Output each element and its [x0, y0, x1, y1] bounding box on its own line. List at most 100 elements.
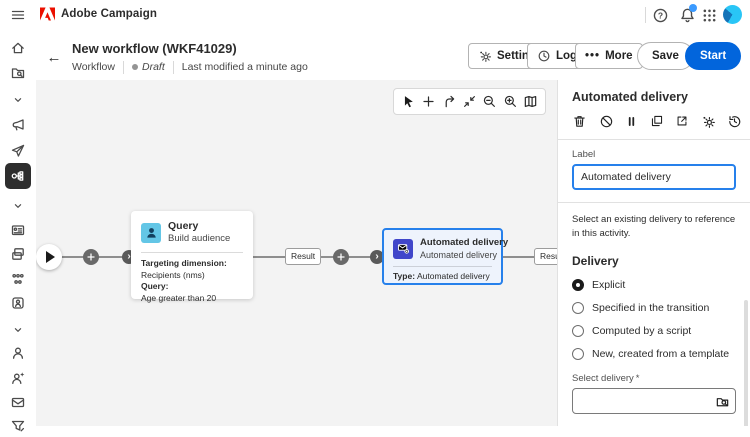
- radio-option-specified-in-transition[interactable]: Specified in the transition: [572, 302, 736, 314]
- notification-badge: [689, 4, 697, 12]
- query-activity-node[interactable]: Query Build audience Targeting dimension…: [131, 211, 253, 303]
- sidebar-item-deliveries[interactable]: [5, 140, 31, 162]
- select-tool-icon[interactable]: [400, 93, 417, 110]
- node-divider: [141, 252, 243, 253]
- panel-divider: [558, 139, 750, 140]
- person-icon: [10, 345, 26, 361]
- apps-icon[interactable]: [700, 6, 718, 24]
- history-icon[interactable]: [727, 113, 742, 129]
- hamburger-menu-icon[interactable]: [9, 6, 27, 24]
- back-arrow-icon[interactable]: ←: [46, 48, 62, 66]
- radio-option-computed-by-script[interactable]: Computed by a script: [572, 325, 736, 337]
- select-delivery-label: Select delivery*: [572, 373, 640, 384]
- megaphone-icon: [10, 117, 26, 133]
- notifications-icon[interactable]: [678, 4, 697, 24]
- top-app-bar: Adobe Campaign: [0, 0, 750, 30]
- content-card-icon: [10, 222, 26, 238]
- sidebar-item-subscriptions[interactable]: [5, 391, 31, 413]
- send-icon: [10, 143, 26, 159]
- workflow-icon: [10, 168, 26, 184]
- panel-title: Automated delivery: [572, 90, 689, 104]
- add-activity-button[interactable]: [333, 249, 349, 265]
- home-icon: [10, 40, 26, 56]
- panel-scrollbar[interactable]: [744, 300, 748, 426]
- pause-icon[interactable]: [625, 113, 638, 129]
- node-header: Automated delivery Automated delivery: [393, 236, 508, 261]
- node-subtitle: Automated delivery: [420, 250, 498, 260]
- add-icon[interactable]: [420, 93, 437, 110]
- start-button[interactable]: Start: [685, 42, 742, 70]
- chevron-down-icon: [11, 93, 25, 107]
- sidebar-item-fragments[interactable]: [5, 268, 31, 290]
- sidebar-item-campaigns[interactable]: [5, 114, 31, 136]
- sidebar-item-audiences[interactable]: [5, 367, 31, 389]
- node-header: Query Build audience: [141, 220, 243, 245]
- sidebar-item-explorer[interactable]: [5, 62, 31, 84]
- detail-label: Query:: [141, 281, 169, 291]
- envelope-icon: [10, 394, 26, 410]
- sidebar-item-workflows[interactable]: [5, 163, 31, 189]
- automated-delivery-activity-node[interactable]: Automated delivery Automated delivery Ty…: [382, 228, 508, 285]
- folder-search-icon: [10, 65, 26, 81]
- page-title: New workflow (WKF41029): [72, 41, 237, 56]
- save-button[interactable]: Save: [637, 42, 694, 70]
- stacked-cards-icon: [10, 246, 26, 262]
- zoom-in-icon[interactable]: [502, 93, 519, 110]
- radio-option-explicit[interactable]: Explicit: [572, 279, 736, 291]
- transition-result-chip[interactable]: Result: [534, 248, 557, 265]
- delivery-description: Select an existing delivery to reference…: [572, 214, 736, 239]
- label-input[interactable]: [572, 164, 736, 190]
- advanced-settings-icon[interactable]: [701, 113, 716, 129]
- radio-option-new-from-template[interactable]: New, created from a template: [572, 348, 736, 360]
- select-delivery-field: [572, 388, 736, 414]
- workflow-canvas[interactable]: › Query Build audience Targeting dimensi…: [36, 80, 557, 426]
- disable-icon[interactable]: [599, 113, 614, 129]
- status-badge: Draft: [131, 61, 165, 73]
- minimap-icon[interactable]: [522, 93, 539, 110]
- start-activity-node[interactable]: [36, 244, 62, 270]
- canvas-toolbar: [393, 88, 546, 115]
- sidebar-item-profiles[interactable]: [5, 342, 31, 364]
- duplicate-icon[interactable]: [650, 113, 664, 129]
- panel-toolbar: [572, 113, 736, 129]
- user-avatar[interactable]: [723, 5, 742, 24]
- more-button[interactable]: ••• More: [575, 43, 643, 69]
- transition-result-chip[interactable]: Result: [285, 248, 322, 265]
- radio-icon: [572, 302, 584, 314]
- sidebar-item-filters[interactable]: [5, 415, 31, 437]
- node-title: Query: [168, 220, 199, 232]
- select-delivery-input[interactable]: [573, 389, 709, 413]
- radio-icon: [572, 348, 584, 360]
- auto-arrange-icon[interactable]: [441, 93, 458, 110]
- detail-value: Age greater than 20: [141, 292, 217, 303]
- sidebar-item-content[interactable]: [5, 219, 31, 241]
- sidebar-item-brand[interactable]: [5, 292, 31, 314]
- node-divider: [393, 266, 492, 267]
- folder-search-icon[interactable]: [709, 389, 735, 413]
- sidebar-section-chevron[interactable]: [5, 195, 31, 217]
- sidebar-section-chevron[interactable]: [5, 319, 31, 341]
- detail-value: Recipients (nms): [141, 269, 205, 280]
- zoom-out-icon[interactable]: [481, 93, 498, 110]
- sidebar-item-templates[interactable]: [5, 243, 31, 265]
- open-activity-icon[interactable]: [675, 113, 689, 129]
- delivery-section-heading: Delivery: [572, 254, 619, 268]
- radio-selected-icon: [572, 279, 584, 291]
- workflow-header: ← New workflow (WKF41029) Workflow Draft…: [36, 29, 750, 81]
- delete-icon[interactable]: [572, 113, 587, 129]
- dots-cluster-icon: [10, 271, 26, 287]
- chevron-down-icon: [11, 199, 25, 213]
- sidebar-section-chevron[interactable]: [5, 89, 31, 111]
- transition-connector[interactable]: ›: [370, 250, 384, 264]
- breadcrumb-separator: [122, 60, 124, 74]
- ellipsis-icon: •••: [585, 50, 601, 62]
- help-icon[interactable]: [651, 6, 669, 24]
- fit-to-screen-icon[interactable]: [461, 93, 478, 110]
- breadcrumb-section: Workflow: [72, 61, 115, 73]
- app-title: Adobe Campaign: [61, 8, 157, 20]
- sidebar-item-home[interactable]: [5, 37, 31, 59]
- gear-icon: [478, 49, 492, 63]
- add-activity-button[interactable]: [83, 249, 99, 265]
- badge-person-icon: [10, 295, 26, 311]
- type-label: Type:: [393, 271, 416, 281]
